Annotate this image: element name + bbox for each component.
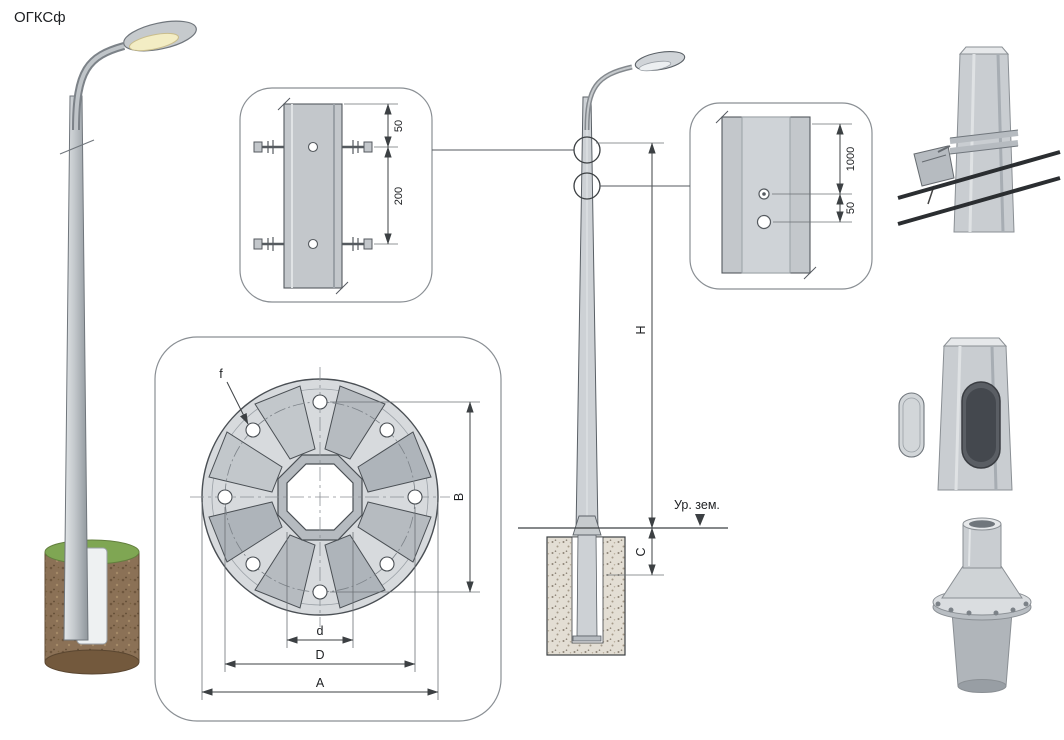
flange-bolts (935, 601, 1029, 616)
ground-flare (572, 515, 602, 536)
pole-joint-mark (59, 139, 95, 155)
flange-base-3d-render (932, 517, 1032, 693)
dimension-d-big: D (224, 507, 416, 672)
break-mark (803, 266, 817, 280)
embedded-pole (576, 533, 598, 637)
pole-3d-render (44, 20, 197, 675)
pole-section-strip (283, 103, 343, 289)
bolt-circle-d-label: D (315, 648, 324, 662)
ground-level-label: Ур. зем. (674, 498, 720, 512)
dimension-50-200: 50 200 (344, 103, 405, 245)
dimension-h: H (596, 142, 664, 529)
dim-1000-label: 1000 (845, 147, 857, 171)
ground-level: Ур. зем. (518, 498, 728, 529)
hole-f-label: f (219, 367, 223, 381)
page-title: ОГКСф (14, 9, 66, 26)
base-skirt (951, 611, 1013, 687)
clearance-c-label: C (634, 547, 648, 556)
break-mark (335, 281, 349, 295)
foundation-section (546, 533, 626, 656)
detail-view-hole: 1000 50 (689, 102, 873, 290)
dimension-c: C (606, 527, 664, 576)
break-mark (715, 110, 729, 124)
callout-circle-upper (573, 136, 601, 164)
bracket-3d-render (897, 46, 1061, 233)
cable-line (897, 176, 1061, 226)
flange-plan-view: f B d D A (154, 336, 502, 722)
bolt-row-lower (253, 237, 373, 251)
foundation-3d (44, 539, 140, 675)
access-door-3d-render (898, 337, 1013, 491)
height-h-label: H (634, 325, 648, 334)
dimension-b: B (330, 401, 480, 593)
dim-200-label: 200 (393, 187, 405, 205)
cable-line (897, 150, 1061, 200)
wedge-clamp (913, 145, 955, 187)
outer-a-label: A (316, 676, 325, 690)
bolt-holes (217, 394, 423, 600)
pole-base-plate (572, 635, 602, 642)
dim-50-top-label: 50 (393, 120, 405, 132)
dimension-f: f (219, 367, 249, 425)
inner-d-label: d (317, 624, 324, 638)
dimension-a: A (201, 502, 439, 700)
bolt-row-upper (253, 140, 373, 154)
break-mark (277, 97, 291, 111)
door-cover (898, 392, 925, 458)
span-b-label: B (452, 493, 466, 501)
band-straps (949, 129, 1019, 155)
pole-shaft-3d (63, 95, 89, 641)
dimension-1000-50: 1000 50 (772, 123, 857, 223)
dim-50-right-label: 50 (845, 202, 857, 214)
pole-elevation: H Ур. зем. C (518, 51, 728, 656)
cable-hole (756, 214, 772, 230)
dimension-d-small: d (286, 532, 354, 648)
base-cone (941, 565, 1023, 599)
ground-level-mark (695, 514, 705, 526)
detail-view-top-clamp: 50 200 (239, 87, 433, 303)
luminaire-lens (129, 32, 179, 52)
luminaire-arm-elevation (584, 51, 686, 131)
luminaire-arm-3d (72, 20, 197, 131)
